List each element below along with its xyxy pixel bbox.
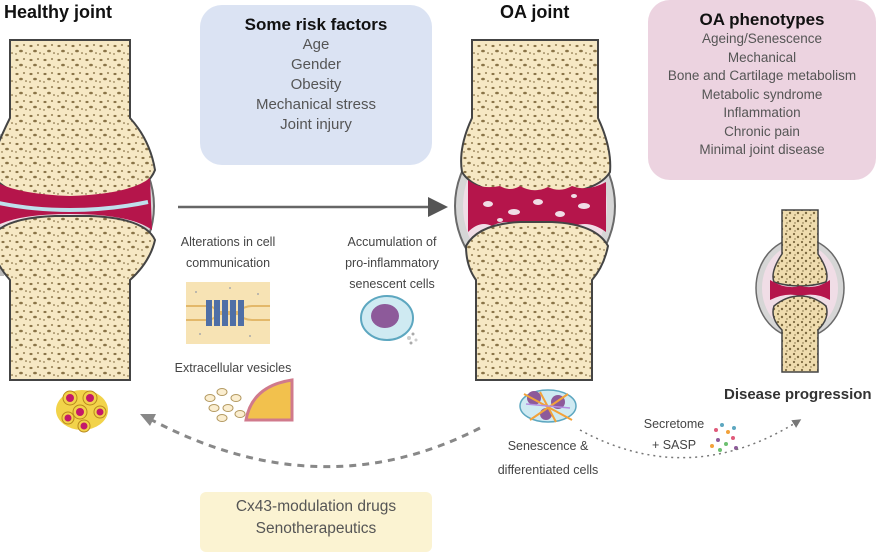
therapy-item: Senotherapeutics — [255, 520, 377, 537]
phenotype-item: Mechanical — [727, 49, 797, 65]
oa-joint-title: OA joint — [500, 2, 570, 22]
disease-progression-title: Disease progression — [724, 386, 872, 403]
senescent-accumulation-label: Accumulation of pro-inflammatory senesce… — [336, 232, 448, 295]
senescent-accumulation-line: Accumulation of — [347, 235, 437, 249]
secretome-line: Secretome — [643, 417, 705, 431]
risk-factor-item: Gender — [290, 56, 342, 73]
oa-phenotypes-box: OA phenotypes Ageing/Senescence Mechanic… — [648, 0, 876, 180]
senescent-cells-cluster-icon — [519, 389, 577, 423]
progression-arrowhead — [428, 197, 448, 217]
senescence-cells-label: Senescence & differentiated cells — [488, 434, 608, 482]
risk-factor-item: Obesity — [290, 76, 342, 93]
therapies-box: Cx43-modulation drugs Senotherapeutics — [200, 492, 432, 552]
healthy-joint-title: Healthy joint — [4, 2, 113, 22]
cell-communication-line: Alterations in cell — [180, 235, 276, 249]
senescence-cells-line: Senescence & — [507, 439, 589, 453]
extracellular-vesicles-icon — [204, 378, 294, 422]
secretome-line: + SASP — [651, 438, 697, 452]
risk-factor-item: Age — [302, 36, 330, 53]
risk-factor-item: Mechanical stress — [255, 96, 377, 113]
oa-joint-illustration — [454, 39, 616, 381]
therapy-return-arrowhead — [140, 414, 156, 426]
senescence-cells-line: differentiated cells — [497, 463, 599, 477]
risk-factors-heading: Some risk factors — [244, 15, 388, 34]
phenotype-item: Ageing/Senescence — [701, 31, 823, 46]
therapy-return-arrow — [147, 416, 481, 469]
cell-communication-line: communication — [185, 256, 271, 270]
senescent-accumulation-line: pro-inflammatory — [345, 256, 439, 270]
risk-factors-box: Some risk factors Age Gender Obesity Mec… — [200, 5, 432, 165]
cell-communication-label: Alterations in cell communication — [178, 232, 278, 274]
extracellular-vesicles-label: Extracellular vesicles — [174, 361, 292, 375]
secretome-label: Secretome + SASP — [636, 414, 712, 456]
sasp-particles-icon — [710, 423, 738, 452]
senescent-cell-icon — [360, 295, 418, 345]
phenotype-item: Metabolic syndrome — [701, 86, 823, 102]
phenotype-item: Inflammation — [723, 105, 801, 120]
senescent-accumulation-line: senescent cells — [349, 277, 435, 291]
progressed-joint-illustration — [755, 209, 845, 373]
phenotype-item: Bone and Cartilage metabolism — [667, 68, 857, 83]
healthy-joint-illustration — [0, 39, 157, 381]
phenotype-item: Chronic pain — [724, 123, 800, 139]
therapy-item: Cx43-modulation drugs — [235, 498, 397, 515]
secretome-arrow — [579, 419, 802, 459]
gap-junction-icon — [186, 282, 270, 344]
oa-phenotypes-heading: OA phenotypes — [699, 10, 825, 29]
phenotype-item: Minimal joint disease — [699, 142, 825, 157]
chondrocyte-cluster-icon — [56, 390, 108, 433]
risk-factor-item: Joint injury — [280, 116, 352, 133]
